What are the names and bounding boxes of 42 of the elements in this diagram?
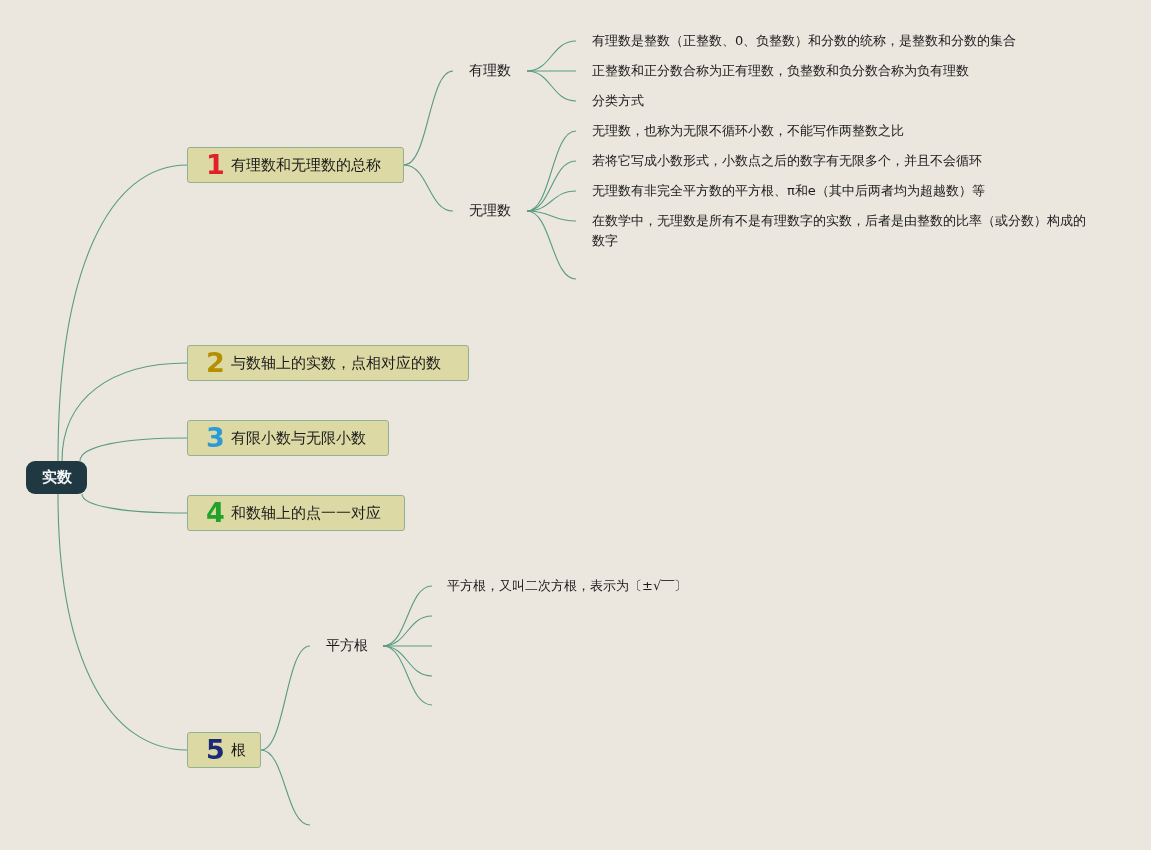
note-text: 若将它写成小数形式，小数点之后的数字有无限多个，并且不会循环 — [592, 153, 982, 168]
branch-line — [526, 70, 577, 102]
topic-number: 3 — [206, 423, 225, 453]
root-topic-box: 实数 — [26, 461, 87, 494]
topic-text: 有限小数与无限小数 — [230, 428, 366, 448]
note-text: 无理数，也称为无限不循环小数，不能写作两整数之比 — [592, 123, 904, 138]
topic-box — [187, 345, 469, 381]
note-text: 在数学中，无理数是所有不是有理数字的实数，后者是由整数的比率（或分数）构成的数字 — [592, 213, 1086, 248]
branch-line — [260, 645, 311, 751]
topic-text: 和数轴上的点一一对应 — [230, 503, 381, 523]
branch-line — [260, 749, 311, 826]
topic-box — [187, 420, 389, 456]
topic-number: 5 — [206, 735, 225, 765]
branch-line — [526, 210, 577, 280]
branch-line — [526, 210, 577, 222]
topic-text: 根 — [230, 740, 246, 760]
subtopic-text: 平方根 — [325, 637, 368, 655]
note-text: 正整数和正分数合称为正有理数，负整数和负分数合称为负有理数 — [592, 63, 969, 78]
branch-line — [403, 70, 454, 166]
branch-line — [526, 70, 577, 72]
branch-line — [382, 645, 433, 677]
topic-box — [187, 495, 405, 531]
subtopic-text: 有理数 — [469, 62, 511, 80]
branch-line — [382, 645, 433, 706]
topic-number: 4 — [206, 498, 225, 528]
branch-line — [403, 164, 454, 212]
topic-box — [187, 147, 404, 183]
branch-line — [61, 362, 188, 462]
topic-number: 2 — [206, 348, 225, 378]
branch-line — [57, 493, 188, 751]
subtopic-text: 无理数 — [469, 202, 511, 220]
topic-text: 有理数和无理数的总称 — [230, 155, 381, 175]
topic-text: 与数轴上的实数，点相对应的数 — [230, 353, 441, 373]
topic-box — [187, 732, 261, 768]
topic-number: 1 — [206, 150, 225, 180]
note-text: 无理数有非完全平方数的平方根、π和e（其中后两者均为超越数）等 — [592, 183, 985, 198]
note-text: 有理数是整数（正整数、0、负整数）和分数的统称，是整数和分数的集合 — [592, 33, 1017, 48]
branch-line — [57, 164, 188, 462]
branch-line — [81, 493, 188, 514]
note-text: 平方根，又叫二次方根，表示为〔±√‾‾〕 — [447, 578, 688, 593]
branch-line — [79, 437, 188, 462]
note-text: 分类方式 — [592, 93, 644, 108]
